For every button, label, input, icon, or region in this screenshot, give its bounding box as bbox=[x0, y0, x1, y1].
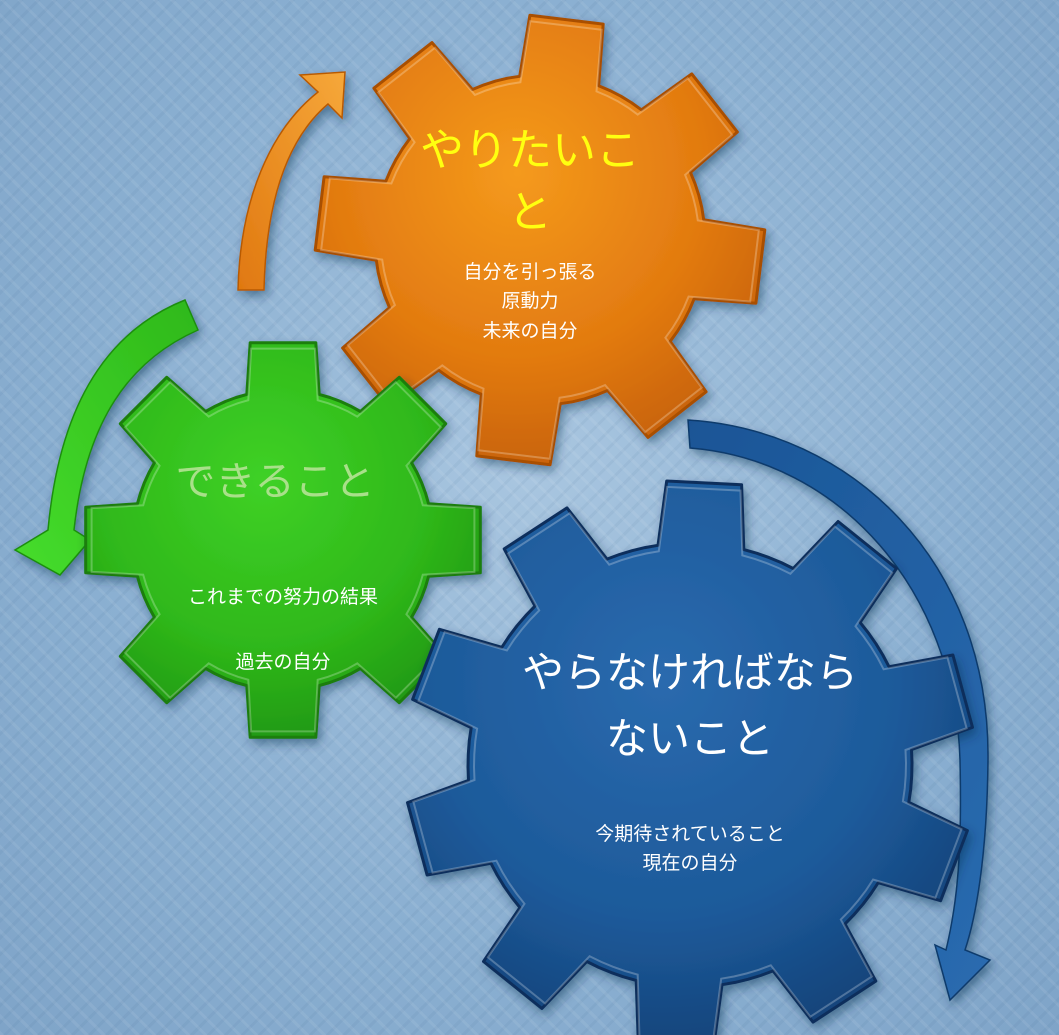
blue-gear-title: やらなければならないこと bbox=[521, 648, 858, 763]
orange-gear bbox=[313, 13, 767, 467]
orange-gear-line: 未来の自分 bbox=[482, 319, 578, 342]
orange-gear-line: 原動力 bbox=[501, 290, 559, 313]
blue-gear-shape bbox=[406, 479, 974, 1035]
orange-gear-title: やりたいこと bbox=[420, 125, 640, 238]
green-gear bbox=[84, 341, 482, 739]
green-gear-line: 過去の自分 bbox=[235, 651, 331, 673]
orange-gear-description: 自分を引っ張る 原動力 未来の自分 bbox=[400, 258, 660, 346]
blue-gear-highlight bbox=[412, 485, 968, 1035]
blue-arrow bbox=[687, 419, 992, 1002]
orange-gear-line: 自分を引っ張る bbox=[463, 261, 597, 283]
blue-gear-line: 今期待されていること bbox=[595, 823, 785, 845]
green-arrow bbox=[13, 299, 199, 576]
green-gear-highlight bbox=[90, 347, 476, 733]
orange-arrow bbox=[237, 71, 346, 291]
blue-gear-description: 今期待されていること 現在の自分 bbox=[520, 820, 860, 879]
green-gear-shape bbox=[84, 341, 482, 739]
blue-gear-line: 現在の自分 bbox=[642, 852, 738, 875]
blue-gear bbox=[406, 479, 974, 1035]
green-gear-line: これまでの努力の結果 bbox=[187, 586, 378, 608]
orange-gear-highlight bbox=[320, 20, 760, 460]
green-gear-title: できること bbox=[175, 459, 375, 505]
orange-gear-shape bbox=[313, 13, 767, 467]
